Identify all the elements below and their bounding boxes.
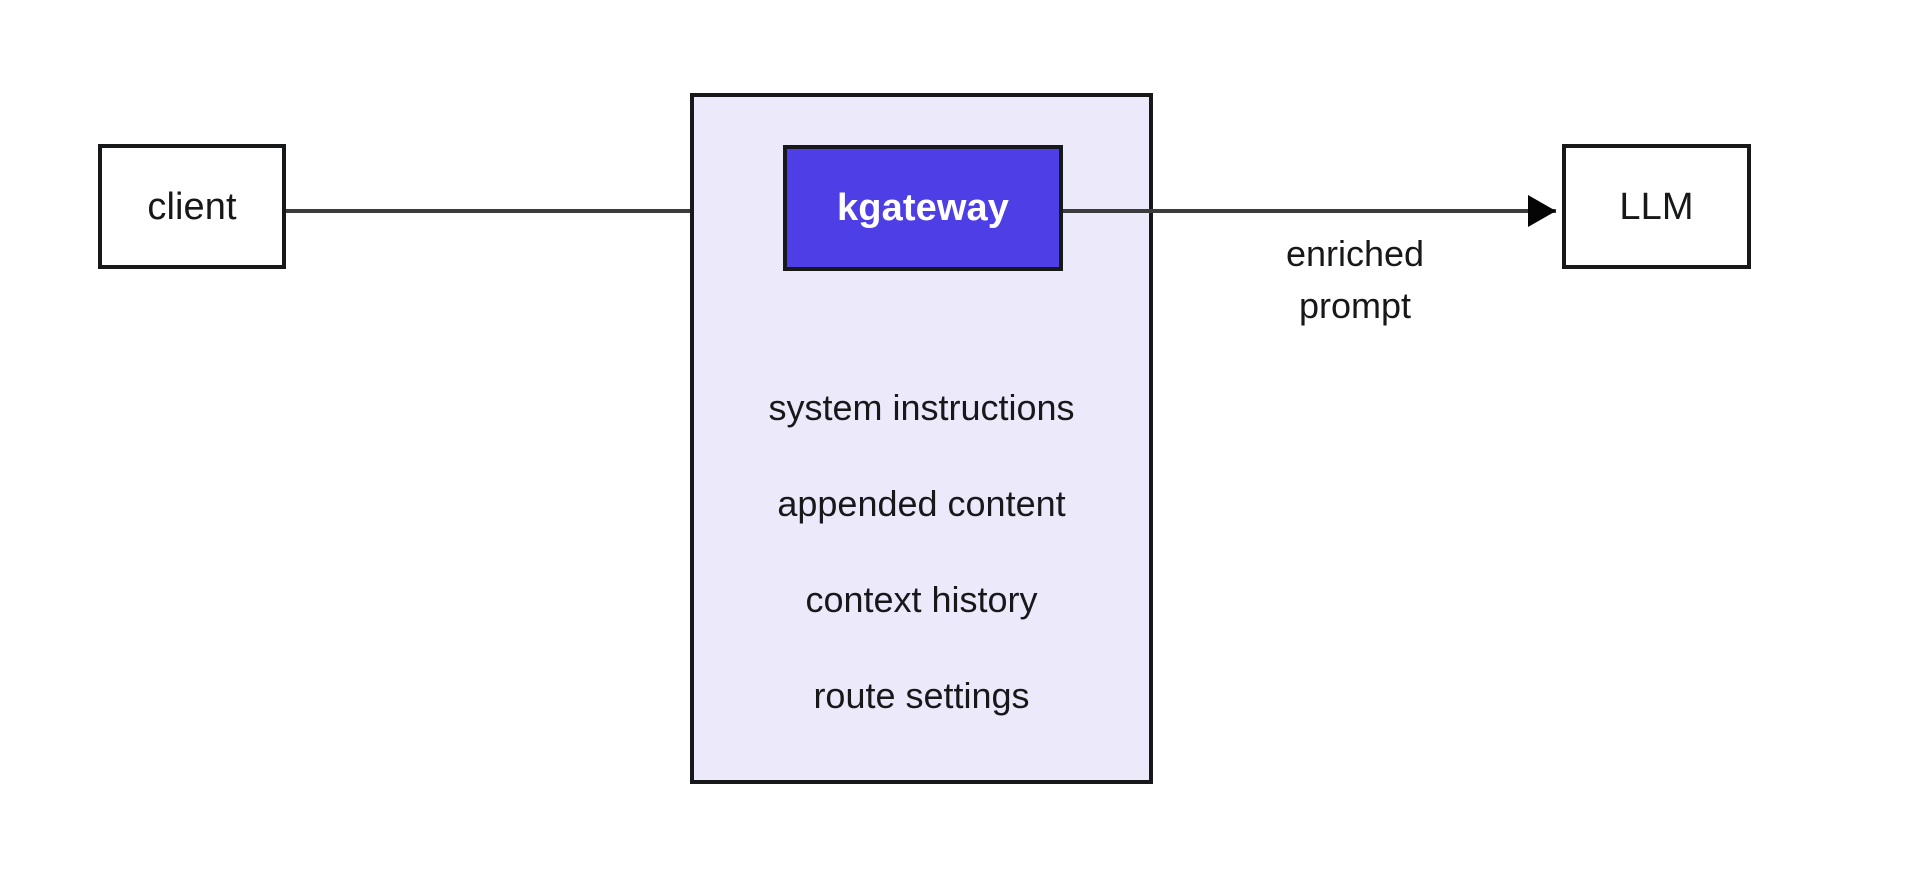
arrowhead-into-llm-icon xyxy=(1528,195,1556,227)
feature-item-label: system instructions xyxy=(768,387,1075,428)
node-kgateway-label: kgateway xyxy=(837,187,1009,229)
gateway-feature-list: system instructions appended content con… xyxy=(690,360,1153,744)
edge-label-enriched-prompt: enriched prompt xyxy=(1215,228,1495,332)
feature-item-context-history: context history xyxy=(805,552,1037,648)
node-client-label: client xyxy=(147,185,237,228)
feature-item-appended-content: appended content xyxy=(777,456,1065,552)
feature-item-label: appended content xyxy=(777,483,1066,524)
node-llm[interactable]: LLM xyxy=(1562,144,1751,269)
feature-item-label: route settings xyxy=(813,675,1030,716)
node-client[interactable]: client xyxy=(98,144,286,269)
connector-client-to-kgateway xyxy=(286,209,776,213)
edge-label-line-2: prompt xyxy=(1298,285,1412,327)
feature-item-label: context history xyxy=(805,579,1038,620)
edge-label-line-1: enriched xyxy=(1285,233,1425,274)
node-kgateway[interactable]: kgateway xyxy=(783,145,1063,271)
connector-kgateway-to-llm xyxy=(1063,209,1556,213)
feature-item-system-instructions: system instructions xyxy=(768,360,1074,456)
feature-item-route-settings: route settings xyxy=(813,648,1029,744)
node-llm-label: LLM xyxy=(1619,185,1694,228)
